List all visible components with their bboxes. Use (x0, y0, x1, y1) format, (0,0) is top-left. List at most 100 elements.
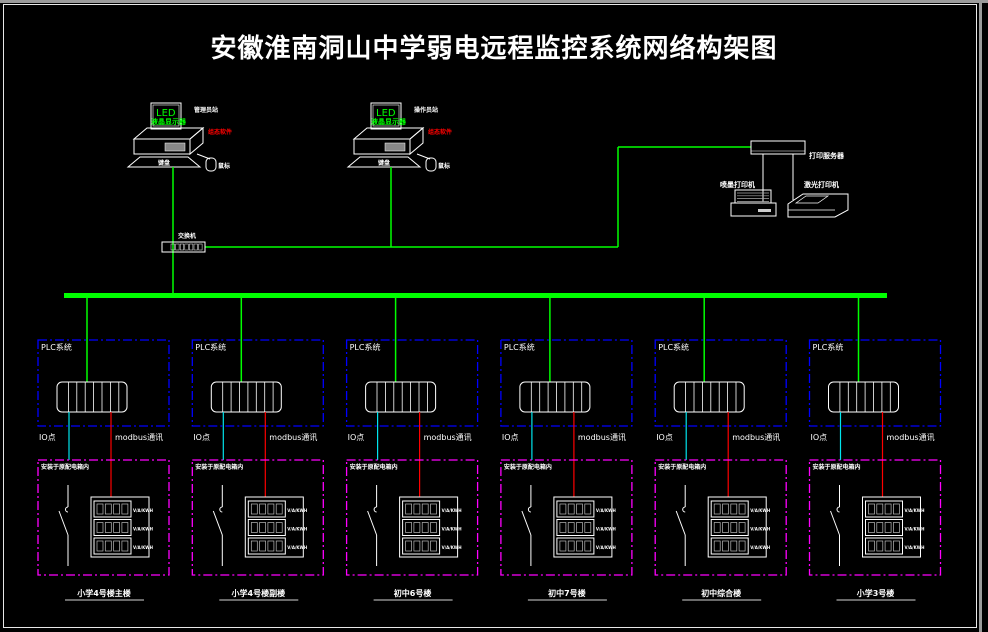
meter-digit (413, 522, 421, 533)
breaker-blade (212, 510, 223, 536)
plc-system-box (654, 339, 787, 427)
display-label: 液晶显示器 (151, 117, 187, 126)
meter-label: V/A/KWH (596, 527, 616, 532)
mouse-label: 鼠标 (438, 162, 450, 170)
breaker-hook (682, 506, 686, 513)
meter-digit (713, 540, 721, 552)
cabinet-label: 安装于原配电箱内 (504, 463, 552, 471)
modbus-label: modbus通讯 (732, 432, 780, 442)
meter-digit (722, 522, 729, 533)
meter-digit (584, 522, 592, 533)
meter-digit (413, 540, 421, 552)
io-label: IO点 (502, 433, 519, 442)
meter-display-icon (402, 537, 441, 555)
building-label: 初中综合楼 (701, 588, 741, 598)
meter-display-icon (710, 500, 749, 518)
meter-digit (567, 522, 575, 533)
io-label: IO点 (39, 433, 56, 442)
meter-digit (259, 503, 266, 515)
window-scrollbar[interactable] (979, 3, 982, 632)
plc-system-box (191, 339, 324, 427)
plc-module-icon (56, 381, 128, 413)
meter-label: V/A/KWH (133, 527, 153, 532)
meter-label: V/A/KWH (596, 545, 616, 550)
meter-digit (259, 522, 266, 533)
building-label: 小学4号楼主楼 (76, 588, 131, 598)
breaker-blade (830, 510, 840, 536)
print-server-icon (750, 140, 806, 155)
meter-display-icon (247, 537, 286, 555)
meter-label: V/A/KWH (905, 508, 925, 513)
meter-digit (113, 522, 120, 533)
meter-label: V/A/KWH (905, 545, 925, 550)
meter-digit (421, 503, 429, 515)
disk-drive-icon (164, 142, 186, 152)
meter-display-icon (710, 519, 749, 536)
meter-label: V/A/KWH (442, 545, 462, 550)
breaker-hook (219, 506, 223, 513)
meter-panel (90, 496, 150, 558)
meter-digit (421, 540, 429, 552)
cabinet-label: 安装于原配电箱内 (813, 463, 861, 471)
meter-digit (96, 503, 104, 515)
keyboard-icon (346, 156, 422, 168)
meter-digit (584, 503, 592, 515)
plc-system-box (37, 339, 170, 427)
meter-digit (267, 522, 275, 533)
meter-digit (738, 503, 746, 515)
meter-digit (104, 522, 112, 533)
disk-drive-icon (384, 142, 406, 152)
workstation-2: LED液晶显示器键盘鼠标操作员站组态软件 (346, 102, 452, 172)
switch-port (170, 243, 175, 251)
plc-module-icon (519, 381, 591, 413)
meter-display-icon (556, 519, 595, 536)
io-label: IO点 (811, 433, 828, 442)
cabinet-box (191, 459, 324, 576)
inkjet-printer-icon (730, 202, 777, 217)
meter-label: V/A/KWH (596, 508, 616, 513)
meter-label: V/A/KWH (133, 508, 153, 513)
cabinet-label: 安装于原配电箱内 (195, 463, 243, 471)
diagram-title: 安徽淮南洞山中学弱电远程监控系统网络构架图 (210, 34, 778, 64)
cabinet-label: 安装于原配电箱内 (41, 463, 89, 471)
meter-digit (738, 522, 746, 533)
meter-digit (868, 503, 875, 515)
meter-display-icon (556, 537, 595, 555)
meter-display-icon (247, 519, 286, 536)
plc-module-icon (365, 381, 437, 413)
meter-digit (876, 540, 884, 552)
meter-digit (884, 522, 892, 533)
plc-module-icon (673, 381, 745, 413)
pc-case-side (189, 126, 204, 156)
meter-digit (576, 522, 583, 533)
meter-panel (553, 496, 613, 558)
display-label: 液晶显示器 (371, 117, 407, 126)
meter-digit (738, 540, 746, 552)
breaker-blade (675, 510, 686, 536)
switch-port (193, 243, 198, 251)
meter-display-icon (247, 500, 286, 518)
modbus-label: modbus通讯 (424, 432, 472, 442)
cabinet-box (500, 459, 633, 576)
window-top-edge (0, 0, 988, 3)
cabinet-label: 安装于原配电箱内 (350, 463, 398, 471)
ethernet-bus (64, 293, 887, 298)
laser-tray (794, 195, 830, 204)
meter-digit (576, 540, 583, 552)
meter-digit (421, 522, 429, 533)
software-label: 组态软件 (428, 128, 452, 136)
cabinet-box (345, 459, 479, 576)
plc-system-box (808, 339, 942, 427)
meter-digit (250, 503, 258, 515)
meter-digit (868, 522, 875, 533)
io-label: IO点 (656, 433, 673, 442)
meter-digit (121, 503, 129, 515)
keyboard-label: 键盘 (377, 159, 390, 167)
meter-digit (96, 540, 104, 552)
cabinet-box (37, 459, 170, 576)
meter-digit (730, 503, 738, 515)
building-label: 小学3号楼 (856, 588, 895, 598)
